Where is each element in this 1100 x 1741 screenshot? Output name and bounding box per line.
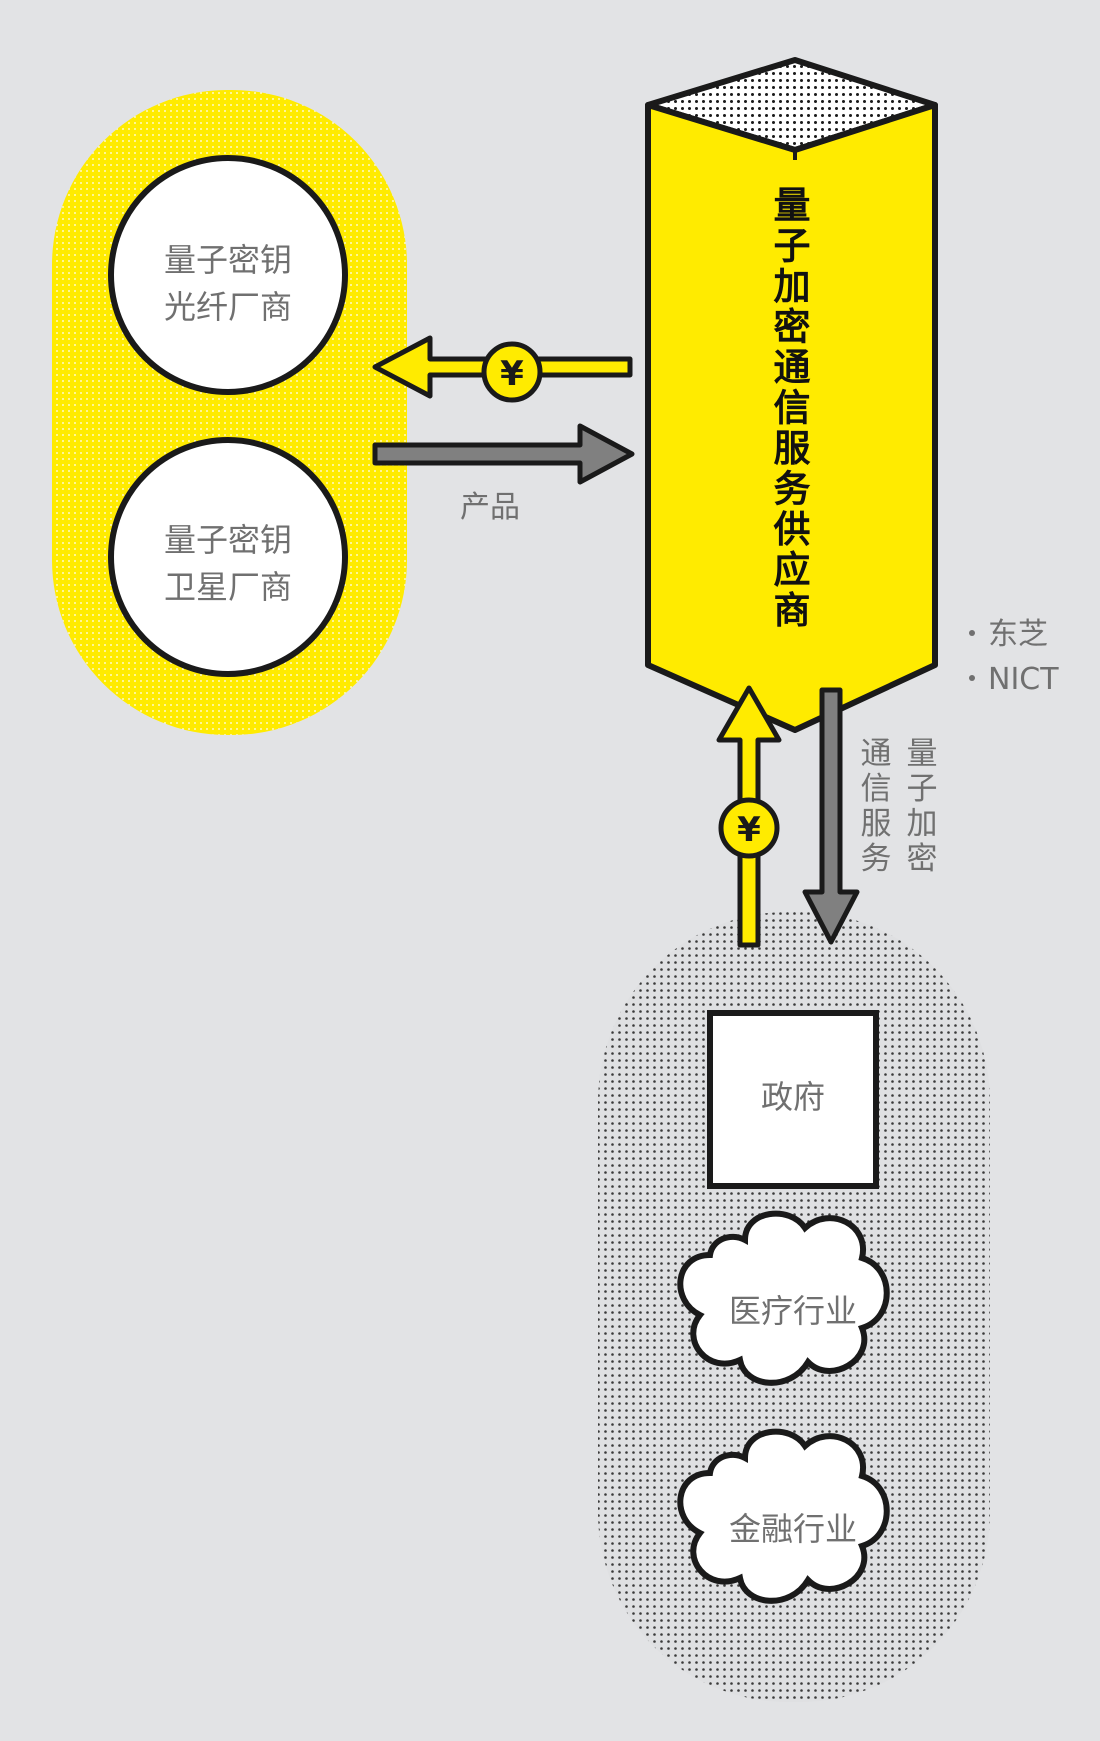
provider-title-char: 量 <box>774 184 811 227</box>
yen-coin <box>481 341 543 403</box>
provider-title-char: 供 <box>774 508 811 551</box>
government-node: 政府 <box>707 1010 879 1189</box>
product-arrow-to-provider: 产品 <box>372 423 635 525</box>
service-label-char: 信 <box>861 771 892 807</box>
yen-coin <box>718 797 780 859</box>
fiber-supplier-label-line1: 量子密钥 <box>164 241 292 279</box>
service-label-char: 务 <box>861 841 892 877</box>
service-label-char: 服 <box>861 806 892 842</box>
provider-title-char: 商 <box>774 589 811 632</box>
example-bullet <box>969 630 975 636</box>
medical-cloud <box>677 1210 890 1386</box>
finance-label: 金融行业 <box>729 1510 857 1548</box>
service-label-char: 通 <box>861 736 892 772</box>
payment-arrow-to-suppliers: ¥ <box>372 335 633 403</box>
provider-title-char: 通 <box>774 346 811 389</box>
customer-group: 政府 医疗行业 金融行业 <box>598 912 990 1702</box>
service-label-char: 子 <box>907 771 938 807</box>
finance-node: 金融行业 <box>677 1428 890 1604</box>
yen-symbol: ¥ <box>737 810 761 850</box>
medical-label: 医疗行业 <box>729 1292 857 1330</box>
service-arrow-to-customers <box>802 687 860 945</box>
service-label-char: 加 <box>907 806 938 842</box>
example-toshiba: 东芝 <box>988 617 1048 652</box>
provider-title-char: 务 <box>774 468 811 511</box>
provider-title-char: 服 <box>774 427 811 470</box>
fiber-supplier-label-line2: 光纤厂商 <box>164 288 292 326</box>
service-label-char: 密 <box>907 841 938 877</box>
example-bullet <box>969 675 975 681</box>
provider-title-char: 应 <box>774 549 811 592</box>
satellite-supplier-label-line1: 量子密钥 <box>164 521 292 559</box>
provider-title-char: 密 <box>774 306 811 349</box>
provider-title-char: 信 <box>774 387 811 430</box>
yen-symbol: ¥ <box>500 354 524 394</box>
satellite-supplier-label-line2: 卫星厂商 <box>164 568 292 606</box>
provider-title-char: 加 <box>774 265 811 308</box>
finance-cloud <box>677 1428 890 1604</box>
product-label: 产品 <box>460 490 520 525</box>
provider-title-char: 子 <box>774 225 811 268</box>
example-nict: NICT <box>988 662 1059 697</box>
service-label-char: 量 <box>907 736 938 772</box>
provider-examples: 东芝 NICT <box>969 617 1059 697</box>
medical-node: 医疗行业 <box>677 1210 890 1386</box>
supplier-group: 量子密钥 光纤厂商 量子密钥 卫星厂商 <box>52 90 407 735</box>
satellite-supplier-node: 量子密钥 卫星厂商 <box>108 437 348 677</box>
government-label: 政府 <box>761 1078 825 1116</box>
fiber-supplier-node: 量子密钥 光纤厂商 <box>108 155 348 395</box>
payment-arrow-to-provider: ¥ <box>716 685 782 948</box>
